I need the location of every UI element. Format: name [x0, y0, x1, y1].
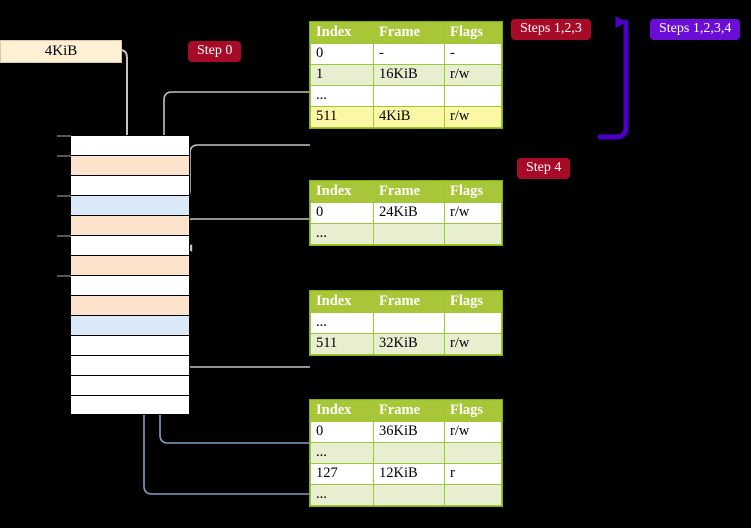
- column-header-flags: Flags: [444, 400, 502, 422]
- cell-flags: r/w: [444, 333, 502, 355]
- physical-memory-column: [57, 135, 190, 415]
- memory-frame-row: [70, 215, 190, 235]
- cell-index: ...: [310, 312, 374, 334]
- table-row[interactable]: ...: [310, 223, 502, 245]
- column-header-frame: Frame: [373, 181, 445, 203]
- cell-flags: [444, 223, 502, 245]
- memory-frame-row: [70, 255, 190, 275]
- cell-index: 0: [310, 202, 374, 224]
- step-0-label: Step 0: [188, 41, 242, 62]
- cell-flags: r: [444, 463, 502, 485]
- cell-frame: [373, 484, 445, 506]
- connector-pd-row511: [176, 314, 310, 368]
- cell-flags: r/w: [444, 64, 502, 86]
- cell-frame: -: [373, 43, 445, 65]
- cell-frame: [373, 85, 445, 107]
- cell-index: 511: [310, 106, 374, 128]
- table-row[interactable]: ...: [310, 312, 502, 334]
- cell-index: ...: [310, 484, 374, 506]
- column-header-frame: Frame: [373, 400, 445, 422]
- steps-1234-label: Steps 1,2,3,4: [650, 19, 741, 40]
- column-header-index: Index: [310, 291, 374, 313]
- cell-flags: [444, 484, 502, 506]
- table-row[interactable]: ...: [310, 85, 502, 107]
- column-header-index: Index: [310, 22, 374, 44]
- column-header-flags: Flags: [444, 22, 502, 44]
- cell-frame: 16KiB: [373, 64, 445, 86]
- cell-flags: r/w: [444, 421, 502, 443]
- cell-index: 0: [310, 421, 374, 443]
- cell-index: 0: [310, 43, 374, 65]
- cell-index: 127: [310, 463, 374, 485]
- table-row[interactable]: 0--: [310, 43, 502, 65]
- cell-frame: 36KiB: [373, 421, 445, 443]
- memory-frame-row: [70, 335, 190, 355]
- steps-flow-arrow: [597, 16, 629, 140]
- memory-frame-row: [57, 235, 190, 255]
- memory-frame-row: [57, 195, 190, 215]
- column-header-frame: Frame: [373, 291, 445, 313]
- cell-index: ...: [310, 223, 374, 245]
- memory-frame-tick: [57, 235, 71, 237]
- step-4-label: Step 4: [517, 158, 571, 179]
- table-row[interactable]: ...: [310, 442, 502, 464]
- memory-size-label: 4KiB: [44, 43, 78, 59]
- memory-frame-row: [70, 175, 190, 195]
- memory-frame-row: [70, 375, 190, 395]
- memory-frame-tick: [57, 275, 71, 277]
- cell-frame: [373, 223, 445, 245]
- cell-frame: 12KiB: [373, 463, 445, 485]
- cell-flags: r/w: [444, 202, 502, 224]
- column-header-flags: Flags: [444, 181, 502, 203]
- memory-frame-row: [70, 295, 190, 315]
- column-header-frame: Frame: [373, 22, 445, 44]
- cell-index: ...: [310, 85, 374, 107]
- cell-index: 1: [310, 64, 374, 86]
- memory-frame-row: [70, 315, 190, 335]
- column-header-index: Index: [310, 400, 374, 422]
- memory-frame-tick: [57, 135, 71, 137]
- steps-123-label: Steps 1,2,3: [511, 19, 591, 40]
- table-row[interactable]: ...: [310, 484, 502, 506]
- cell-frame: 24KiB: [373, 202, 445, 224]
- cell-flags: -: [444, 43, 502, 65]
- cell-flags: [444, 85, 502, 107]
- cell-index: ...: [310, 442, 374, 464]
- connector-pdp-row0: [184, 218, 310, 252]
- memory-frame-row: [57, 275, 190, 295]
- memory-frame-row: [57, 155, 190, 175]
- cell-frame: [373, 312, 445, 334]
- memory-frame-tick: [57, 155, 71, 157]
- column-header-flags: Flags: [444, 291, 502, 313]
- cell-flags: [444, 312, 502, 334]
- memory-frame-row: [70, 395, 190, 415]
- cell-frame: [373, 442, 445, 464]
- memory-size-box: 4KiB: [0, 40, 122, 63]
- cell-frame: 4KiB: [373, 106, 445, 128]
- memory-frame-row: [70, 355, 190, 375]
- column-header-index: Index: [310, 181, 374, 203]
- cell-flags: [444, 442, 502, 464]
- memory-frame-tick: [57, 195, 71, 197]
- cell-flags: r/w: [444, 106, 502, 128]
- cell-index: 511: [310, 333, 374, 355]
- cell-frame: 32KiB: [373, 333, 445, 355]
- memory-frame-row: [57, 135, 190, 155]
